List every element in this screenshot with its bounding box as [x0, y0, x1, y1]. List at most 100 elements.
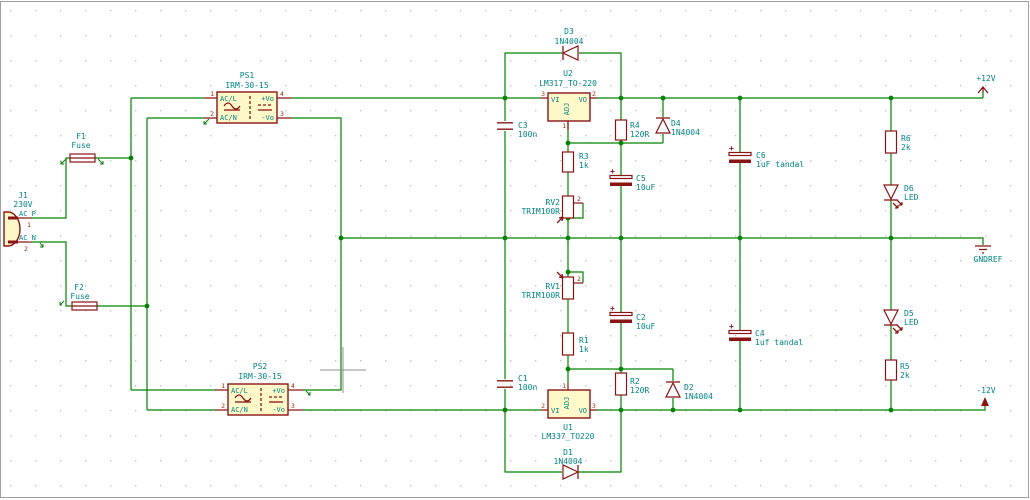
gndref-ground-icon: [975, 245, 991, 254]
ps1-pin-stubs: [204, 97, 292, 119]
d3-triangle[interactable]: [561, 45, 579, 61]
component-d1[interactable]: D1 1N4004: [554, 448, 583, 480]
d4-value-label: 1N4004: [671, 128, 700, 137]
c3-ref-label: C3: [518, 121, 528, 130]
r1-body[interactable]: [561, 332, 575, 356]
wire-ac-line[interactable]: [32, 97, 215, 391]
component-d3[interactable]: D3 1N4004: [555, 27, 584, 61]
r4-ref-label: R4: [630, 121, 640, 130]
component-rv2[interactable]: 2 RV2 TRIM100R: [521, 195, 583, 224]
c1-value-label: 100n: [518, 383, 537, 392]
component-d6[interactable]: D6 LED: [883, 184, 919, 209]
ps2-pin2-number: 2: [221, 402, 225, 410]
ps1-pin-pvo: +Vo: [261, 95, 274, 103]
component-d4[interactable]: D4 1N4004: [655, 117, 700, 137]
component-u1[interactable]: VI VO ADJ 2 3 1 U1 LM337_TO220: [541, 382, 597, 441]
component-ps1[interactable]: AC/L AC/N +Vo -Vo 1 2 4 3 PS1 IRM-30-15: [204, 71, 292, 124]
d4-triangle[interactable]: [655, 117, 671, 134]
u2-body[interactable]: [547, 92, 591, 122]
j1-value-label: 230V: [13, 200, 32, 209]
d3-ref-label: D3: [564, 27, 574, 36]
component-j1[interactable]: J1 230V AC_P 1 AC_N 2: [3, 191, 36, 253]
component-f1[interactable]: F1 Fuse: [69, 132, 96, 163]
u1-pin-vi: VI: [551, 407, 559, 415]
rv2-wiper-arrow: [556, 216, 564, 224]
component-c5[interactable]: + C5 10uF: [609, 167, 655, 192]
ps1-body[interactable]: [216, 91, 278, 124]
r5-body[interactable]: [884, 359, 898, 381]
r6-body[interactable]: [884, 130, 898, 154]
component-d2[interactable]: D2 1N4004: [665, 381, 713, 401]
component-c3[interactable]: C3 100n: [497, 121, 537, 139]
u1-adj-number: 1: [562, 382, 566, 390]
c6-pos-plate[interactable]: [728, 151, 752, 157]
component-r4[interactable]: R4 120R: [614, 119, 650, 141]
c3-plates[interactable]: [497, 122, 513, 130]
ps1-ref-label: PS1: [240, 71, 255, 80]
power-plus12[interactable]: +12V: [976, 74, 996, 94]
component-f2[interactable]: F2 Fuse: [70, 283, 98, 311]
ps2-body[interactable]: [227, 383, 289, 416]
component-r1[interactable]: R1 1k: [561, 332, 589, 356]
c2-plus-sign: +: [610, 304, 615, 313]
d5-triangle[interactable]: [883, 309, 899, 326]
wire-adj-top[interactable]: [567, 98, 664, 238]
c3-value-label: 100n: [518, 130, 537, 139]
r3-body[interactable]: [561, 151, 575, 173]
wire-minus12-rail[interactable]: [303, 406, 986, 411]
power-gndref[interactable]: GNDREF: [974, 245, 1003, 264]
ps1-pin2-number: 2: [210, 110, 214, 118]
power-minus12[interactable]: -12V: [976, 386, 996, 406]
c4-neg-plate: [729, 337, 751, 341]
component-r5[interactable]: R5 2k: [884, 359, 910, 381]
component-r3[interactable]: R3 1k: [561, 151, 589, 173]
r4-body[interactable]: [614, 119, 628, 141]
component-r6[interactable]: R6 2k: [884, 130, 911, 154]
component-r2[interactable]: R2 120R: [614, 372, 650, 396]
j1-pin2-number: 2: [24, 245, 28, 253]
wire-d3-loop[interactable]: [504, 52, 622, 98]
rv1-body[interactable]: [561, 276, 575, 300]
c5-pos-plate[interactable]: [609, 174, 633, 180]
c1-plates[interactable]: [497, 380, 513, 388]
d6-triangle[interactable]: [883, 184, 899, 201]
wire-ac-neutral[interactable]: [32, 117, 215, 411]
c4-pos-plate[interactable]: [728, 329, 752, 335]
f2-value-label: Fuse: [70, 292, 89, 301]
component-c2[interactable]: + C2 10uF: [609, 304, 655, 331]
c2-pos-plate[interactable]: [609, 311, 633, 317]
c5-value-label: 10uF: [636, 183, 655, 192]
rv1-ref-label: RV1: [546, 282, 561, 291]
rv2-body[interactable]: [561, 195, 575, 219]
editor-cursor-crosshair: [320, 347, 366, 393]
d2-value-label: 1N4004: [684, 392, 713, 401]
r2-body[interactable]: [614, 372, 628, 396]
wire-d1-loop[interactable]: [504, 410, 622, 473]
u1-pin-stubs: [541, 383, 597, 411]
c2-neg-plate: [610, 319, 632, 323]
r5-value-label: 2k: [900, 371, 910, 380]
ps2-ac-glyph: [234, 394, 252, 402]
rv1-value-label: TRIM100R: [521, 291, 560, 300]
wire-gnd-net[interactable]: [292, 117, 984, 391]
d3-value-label: 1N4004: [555, 37, 584, 46]
u2-pin-vo: VO: [579, 96, 587, 104]
component-u2[interactable]: VI VO ADJ 3 2 1 U2 LM317_TO-220: [539, 69, 597, 130]
component-c6[interactable]: + C6 1uF tandal: [728, 144, 804, 169]
component-c1[interactable]: C1 100n: [497, 374, 537, 392]
component-rv1[interactable]: 2 RV1 TRIM100R: [521, 271, 583, 300]
u1-pin-vo: VO: [579, 407, 587, 415]
f1-value-label: Fuse: [71, 141, 90, 150]
d2-triangle[interactable]: [665, 381, 681, 398]
component-ps2[interactable]: AC/L AC/N +Vo -Vo 1 2 4 3 PS2 IRM-30-15: [215, 362, 303, 416]
c6-neg-plate: [729, 159, 751, 163]
component-d5[interactable]: D5 LED: [883, 309, 919, 334]
j1-body[interactable]: [3, 211, 21, 247]
rv2-pin2-number: 2: [577, 195, 581, 203]
d1-triangle[interactable]: [562, 464, 580, 480]
u2-ref-label: U2: [563, 69, 573, 78]
u1-body[interactable]: [547, 389, 591, 419]
component-c4[interactable]: + C4 1uf tandal: [728, 322, 803, 347]
